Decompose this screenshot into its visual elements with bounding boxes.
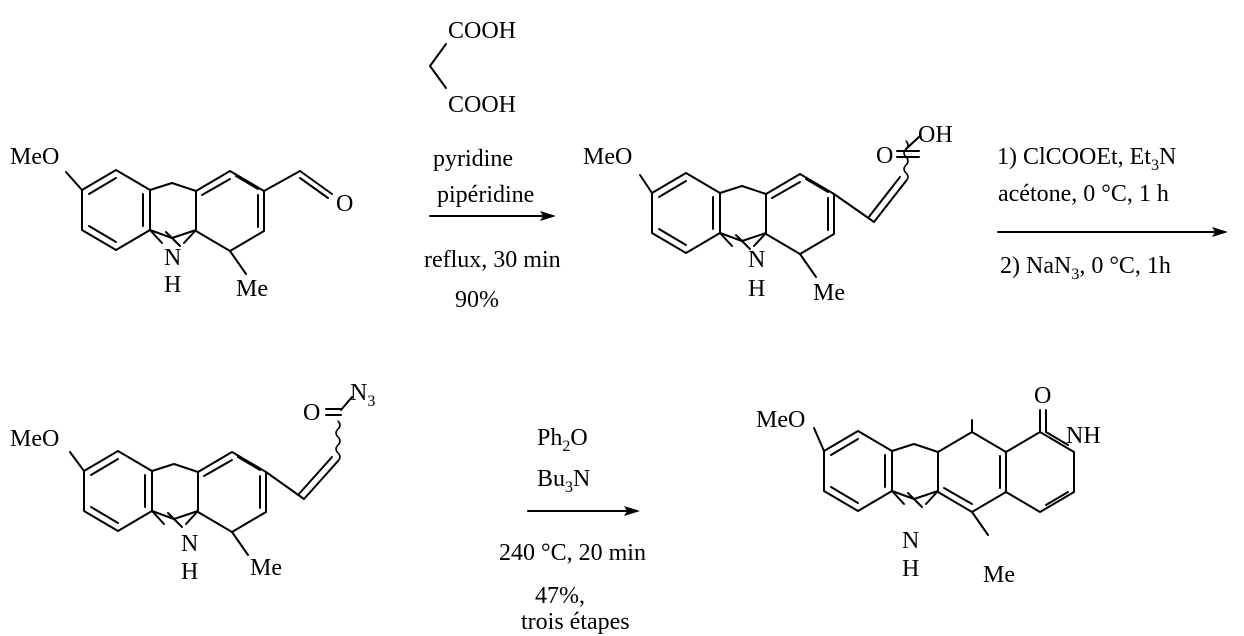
methyl-label: Me [250,555,282,581]
molecule-product: MeO O NH N H Me [756,383,1101,588]
methoxy-label: MeO [583,144,632,170]
azide-label: N3 [350,380,375,410]
step2-conditions: 1) ClCOOEt, Et3N acétone, 0 °C, 1 h 2) N… [997,144,1228,283]
molecule-azide: MeO O N3 N H Me [10,380,375,585]
hydroxyl-label: OH [918,122,953,148]
carbonyl-oxygen-label: O [336,191,353,217]
step1-reagent-2: pipéridine [437,182,534,208]
step1-condition: reflux, 30 min [424,247,561,273]
cooh-top-label: COOH [448,18,516,44]
methyl-label: Me [813,280,845,306]
indole-n-label: N [164,245,181,271]
methyl-label: Me [236,276,268,302]
reaction-arrow-2 [997,227,1228,237]
malonic-acid: COOH COOH [429,18,516,118]
indole-n-label: N [902,528,919,554]
step2-reagent-1: 1) ClCOOEt, Et3N [997,144,1176,174]
bonds [813,409,1075,536]
reaction-arrow-1 [429,211,556,221]
methoxy-label: MeO [756,407,805,433]
indole-h-label: H [181,559,198,585]
step3-conditions: Ph2O Bu3N 240 °C, 20 min 47%, trois étap… [499,425,646,635]
methoxy-label: MeO [10,426,59,452]
carbonyl-oxygen-label: O [303,400,320,426]
step3-reagent-2: Bu3N [537,466,590,496]
step1-conditions: pyridine pipéridine reflux, 30 min 90% [424,146,561,313]
step2-condition-1: acétone, 0 °C, 1 h [998,181,1169,207]
carbonyl-oxygen-label: O [1034,383,1051,409]
step3-yield-note: trois étapes [521,609,630,635]
step2-reagent-2: 2) NaN3, 0 °C, 1h [1000,253,1171,283]
bonds [69,396,353,556]
cooh-bottom-label: COOH [448,92,516,118]
step3-yield: 47%, [535,583,585,609]
step3-condition: 240 °C, 20 min [499,540,646,566]
bonds [65,169,333,275]
reaction-arrow-3 [527,506,640,516]
step1-yield: 90% [455,287,499,313]
bonds [639,135,921,278]
methoxy-label: MeO [10,144,59,170]
indole-h-label: H [902,556,919,582]
methyl-label: Me [983,562,1015,588]
amide-nh-label: NH [1066,423,1101,449]
indole-n-label: N [181,531,198,557]
indole-h-label: H [748,276,765,302]
molecule-aldehyde: MeO O N H Me [10,144,353,302]
molecule-acid: MeO O OH N H Me [583,122,953,306]
step3-reagent-1: Ph2O [537,425,588,455]
indole-h-label: H [164,272,181,298]
indole-n-label: N [748,247,765,273]
carbonyl-oxygen-label: O [876,143,893,169]
step1-reagent-1: pyridine [433,146,513,172]
